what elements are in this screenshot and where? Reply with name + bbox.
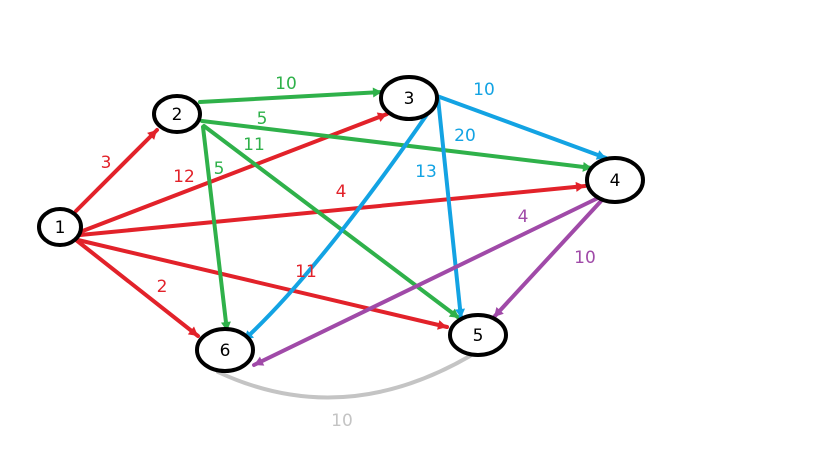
- edge-weight-3-5: 20: [454, 126, 476, 146]
- node-2: 2: [152, 94, 202, 134]
- node-label-4: 4: [610, 171, 621, 191]
- node-1: 1: [37, 207, 83, 247]
- arrowhead-3-4: [595, 150, 606, 160]
- node-circle-1: [37, 207, 83, 247]
- arrowhead-1-3: [376, 112, 387, 122]
- edge-1-6: [74, 238, 200, 338]
- edge-1-5: [76, 238, 449, 329]
- node-circle-4: [585, 156, 645, 204]
- node-label-1: 1: [55, 218, 66, 238]
- node-circle-6: [195, 327, 255, 373]
- edge-weight-2-6: 5: [214, 159, 225, 179]
- arrowhead-4-6: [254, 356, 265, 366]
- edge-4-6: [252, 196, 600, 367]
- edges-layer: [74, 87, 608, 400]
- arrowhead-2-5: [448, 308, 459, 318]
- edge-weight-1-2: 3: [101, 153, 112, 173]
- edge-1-2: [74, 128, 159, 213]
- arrowhead-1-5: [437, 320, 447, 330]
- node-4: 4: [585, 156, 645, 204]
- edge-1-4: [78, 184, 587, 237]
- node-label-5: 5: [473, 326, 484, 346]
- edge-weight-1-3: 12: [173, 167, 195, 187]
- arrowhead-2-4: [582, 161, 592, 172]
- node-5: 5: [448, 313, 508, 357]
- arrowhead-2-3: [372, 87, 382, 98]
- edge-1-3: [78, 112, 389, 234]
- node-circle-2: [152, 94, 202, 134]
- edge-2-6: [201, 125, 229, 333]
- arrowhead-1-6: [187, 326, 198, 336]
- arrowhead-4-5: [494, 306, 504, 317]
- edge-weight-1-5: 11: [295, 262, 317, 282]
- arrowhead-1-4: [575, 181, 585, 192]
- edge-weight-6-5: 10: [331, 411, 353, 431]
- node-circle-3: [379, 75, 439, 121]
- arrowhead-3-5: [455, 308, 466, 318]
- edge-6-5: [216, 354, 472, 400]
- edge-weight-2-5: 11: [243, 135, 265, 155]
- edge-weight-2-4: 5: [257, 109, 268, 129]
- node-circle-5: [448, 313, 508, 357]
- edge-weight-1-6: 2: [157, 277, 168, 297]
- edge-weight-1-4: 4: [336, 182, 347, 202]
- edge-weight-4-5: 10: [574, 248, 596, 268]
- edge-weight-3-4: 10: [473, 80, 495, 100]
- node-label-2: 2: [172, 105, 183, 125]
- edge-labels-layer: 3 12 4 11 2 10 5 11 5 10 20 13 4 10 10: [101, 74, 596, 431]
- node-label-3: 3: [404, 89, 415, 109]
- edge-4-5: [492, 198, 604, 319]
- edge-weight-3-6: 13: [415, 162, 437, 182]
- edge-2-4: [200, 119, 594, 170]
- edge-2-3: [198, 90, 384, 104]
- arrowhead-2-6: [220, 321, 231, 331]
- edge-weight-4-6: 4: [518, 207, 529, 227]
- node-label-6: 6: [220, 341, 231, 361]
- node-6: 6: [195, 327, 255, 373]
- edge-weight-2-3: 10: [275, 74, 297, 94]
- edge-3-6: [242, 98, 439, 342]
- node-3: 3: [379, 75, 439, 121]
- arrowhead-1-2: [147, 130, 157, 140]
- edge-3-5: [436, 96, 463, 320]
- edge-3-4: [435, 94, 608, 160]
